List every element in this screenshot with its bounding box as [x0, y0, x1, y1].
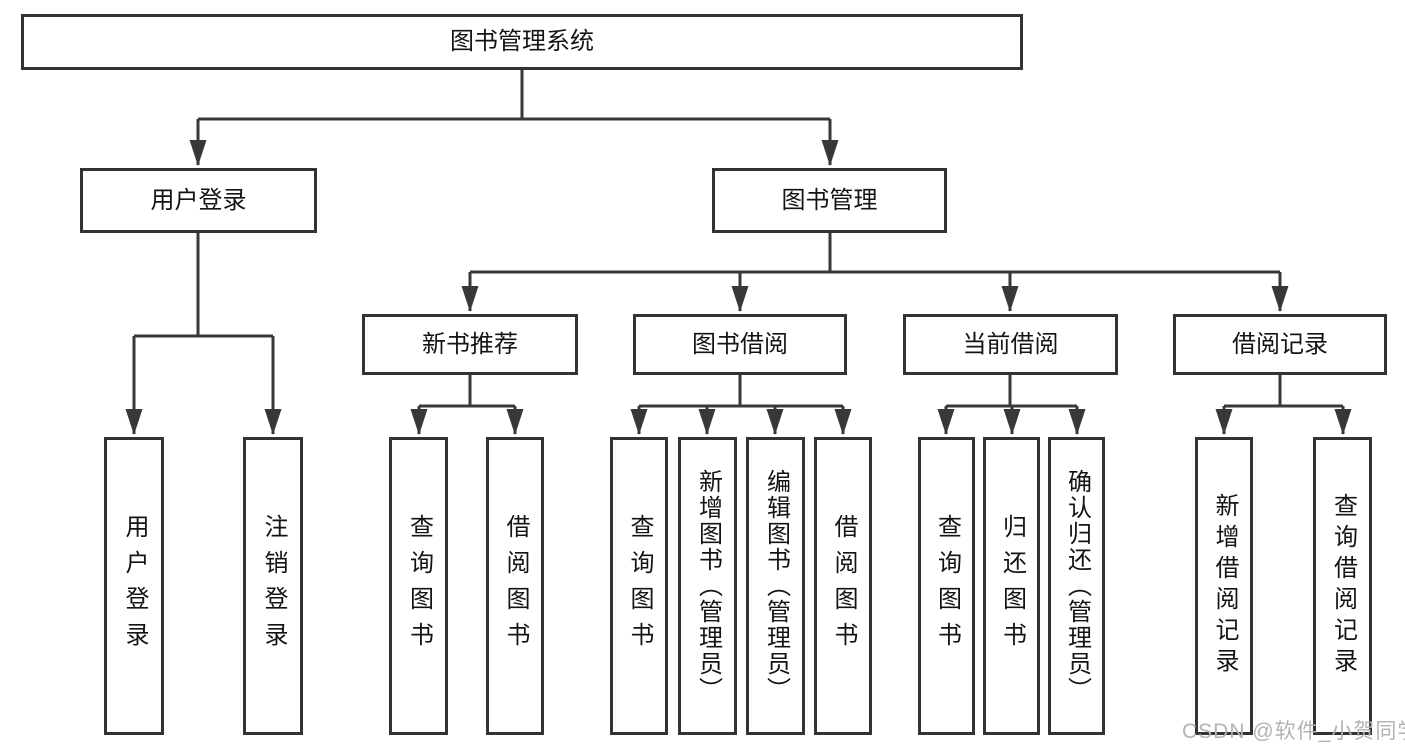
- node-book-borrow: 图书借阅: [633, 314, 847, 375]
- leaf-add-book-admin: 新增图书（管理员）: [678, 437, 737, 735]
- leaf-borrow-book-recommend: 借阅图书: [486, 437, 544, 735]
- connector-current-borrow-trunk: [946, 375, 1077, 408]
- node-user-login: 用户登录: [80, 168, 317, 233]
- connector-book-borrow-trunk: [639, 375, 843, 408]
- leaf-query-book-current: 查询图书: [918, 437, 975, 735]
- connector-book-management-trunk: [470, 233, 1280, 274]
- leaf-borrow-book: 借阅图书: [814, 437, 872, 735]
- connector-root-trunk: [198, 70, 830, 121]
- csdn-watermark: CSDN @软件_小贺同学: [1182, 720, 1405, 743]
- leaf-user-login: 用户登录: [104, 437, 164, 735]
- node-current-borrow: 当前借阅: [903, 314, 1118, 375]
- connector-borrow-records-trunk: [1224, 375, 1343, 408]
- leaf-confirm-return-admin: 确认归还（管理员）: [1048, 437, 1105, 735]
- leaf-query-book-recommend: 查询图书: [389, 437, 448, 735]
- leaf-query-borrow-record: 查询借阅记录: [1313, 437, 1372, 735]
- leaf-query-book: 查询图书: [610, 437, 668, 735]
- node-library-management-system: 图书管理系统: [21, 14, 1023, 70]
- node-new-book-recommend: 新书推荐: [362, 314, 578, 375]
- leaf-add-borrow-record: 新增借阅记录: [1195, 437, 1253, 735]
- node-borrow-records: 借阅记录: [1173, 314, 1387, 375]
- node-book-management: 图书管理: [712, 168, 947, 233]
- leaf-logout: 注销登录: [243, 437, 303, 735]
- connector-new-book-trunk: [419, 375, 515, 408]
- connector-user-login-trunk: [134, 233, 273, 338]
- leaf-return-book: 归还图书: [983, 437, 1040, 735]
- leaf-edit-book-admin: 编辑图书（管理员）: [746, 437, 805, 735]
